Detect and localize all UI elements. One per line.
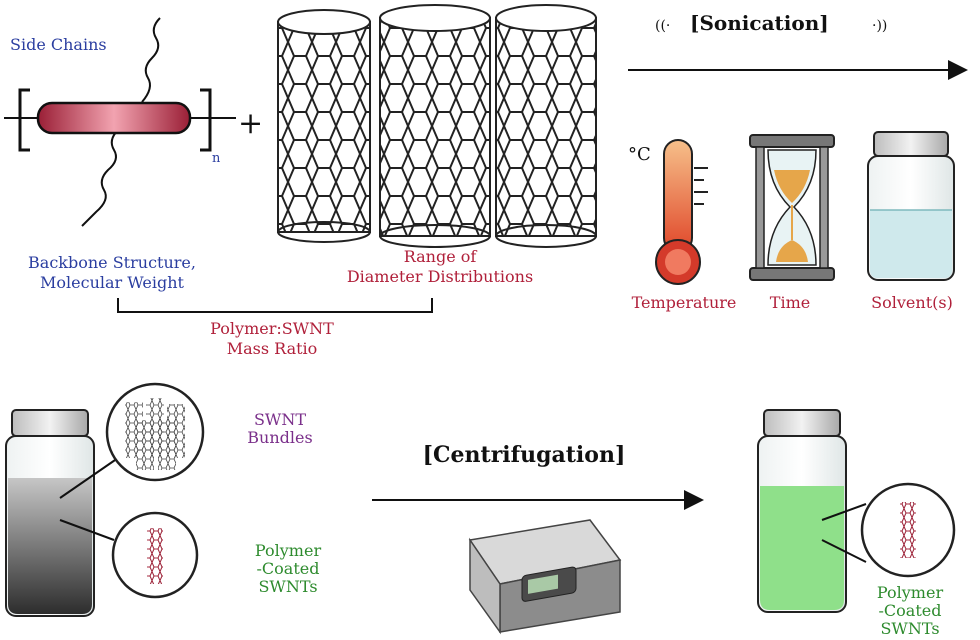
- nanotube-label-line2: Diameter Distributions: [347, 267, 533, 286]
- repeat-subscript: n: [212, 151, 221, 166]
- product-label-line3: SWNTs: [880, 619, 939, 638]
- right-bracket: [200, 88, 212, 152]
- dispersion-vial: [5, 409, 95, 617]
- bundles-label-line2: Bundles: [247, 428, 312, 447]
- ratio-label-line2: Mass Ratio: [227, 339, 318, 358]
- coated-callout-circle: [111, 511, 199, 599]
- callout-line-coated: [59, 519, 115, 541]
- coated-label-line3: SWNTs: [258, 577, 317, 596]
- callout-line-product: [821, 503, 867, 521]
- solvent-vial-icon: [867, 131, 955, 281]
- product-label-line1: Polymer: [877, 583, 944, 602]
- bundles-label-line1: SWNT: [254, 410, 306, 429]
- centrifugation-step: [Centrifugation]: [372, 442, 704, 510]
- coated-label-line2: -Coated: [257, 559, 320, 578]
- ratio-label-line1: Polymer:SWNT: [210, 319, 334, 338]
- sonication-wave-right-icon: ·)): [872, 18, 887, 34]
- centrifuge-machine-icon: [468, 519, 622, 635]
- param-time: Time: [770, 293, 810, 312]
- product-callout-circle: [860, 482, 956, 578]
- ratio-bracket: Polymer:SWNT Mass Ratio: [117, 298, 433, 358]
- param-solvents: Solvent(s): [871, 293, 953, 312]
- backbone-label-line1: Backbone Structure,: [28, 253, 196, 272]
- polymer-structure: Side Chains n + Backbone Structure, Mole…: [4, 17, 263, 292]
- param-temperature: Temperature: [632, 293, 737, 312]
- swnt-group: Range of Diameter Distributions: [277, 4, 597, 286]
- sonication-wave-left-icon: ((·: [655, 18, 670, 34]
- nanotube-label-line1: Range of: [404, 247, 478, 266]
- left-bracket: [18, 88, 30, 152]
- sonication-label: [Sonication]: [690, 11, 829, 35]
- side-chain-upper: [141, 17, 161, 103]
- thermometer-icon: °C: [628, 139, 708, 285]
- product-label-line2: -Coated: [879, 601, 942, 620]
- product-vial: [757, 409, 847, 613]
- swnt-tube-1: [277, 9, 371, 243]
- coated-label-line1: Polymer: [255, 541, 322, 560]
- callout-line-bundles: [59, 457, 119, 499]
- backbone-label-line2: Molecular Weight: [40, 273, 185, 292]
- callout-line-product-lower: [821, 539, 867, 563]
- sonication-step: ((· [Sonication] ·)): [628, 11, 968, 80]
- swnt-tube-2: [379, 4, 491, 248]
- plus-sign: +: [238, 106, 263, 141]
- backbone-capsule: [36, 101, 192, 135]
- side-chains-label: Side Chains: [10, 35, 107, 54]
- bundles-callout-circle: [105, 382, 205, 482]
- hourglass-icon: [749, 134, 835, 281]
- swnt-tube-3: [495, 4, 597, 248]
- side-chain-lower: [81, 129, 119, 227]
- centrifugation-label: [Centrifugation]: [423, 442, 626, 468]
- celsius-symbol: °C: [628, 144, 651, 165]
